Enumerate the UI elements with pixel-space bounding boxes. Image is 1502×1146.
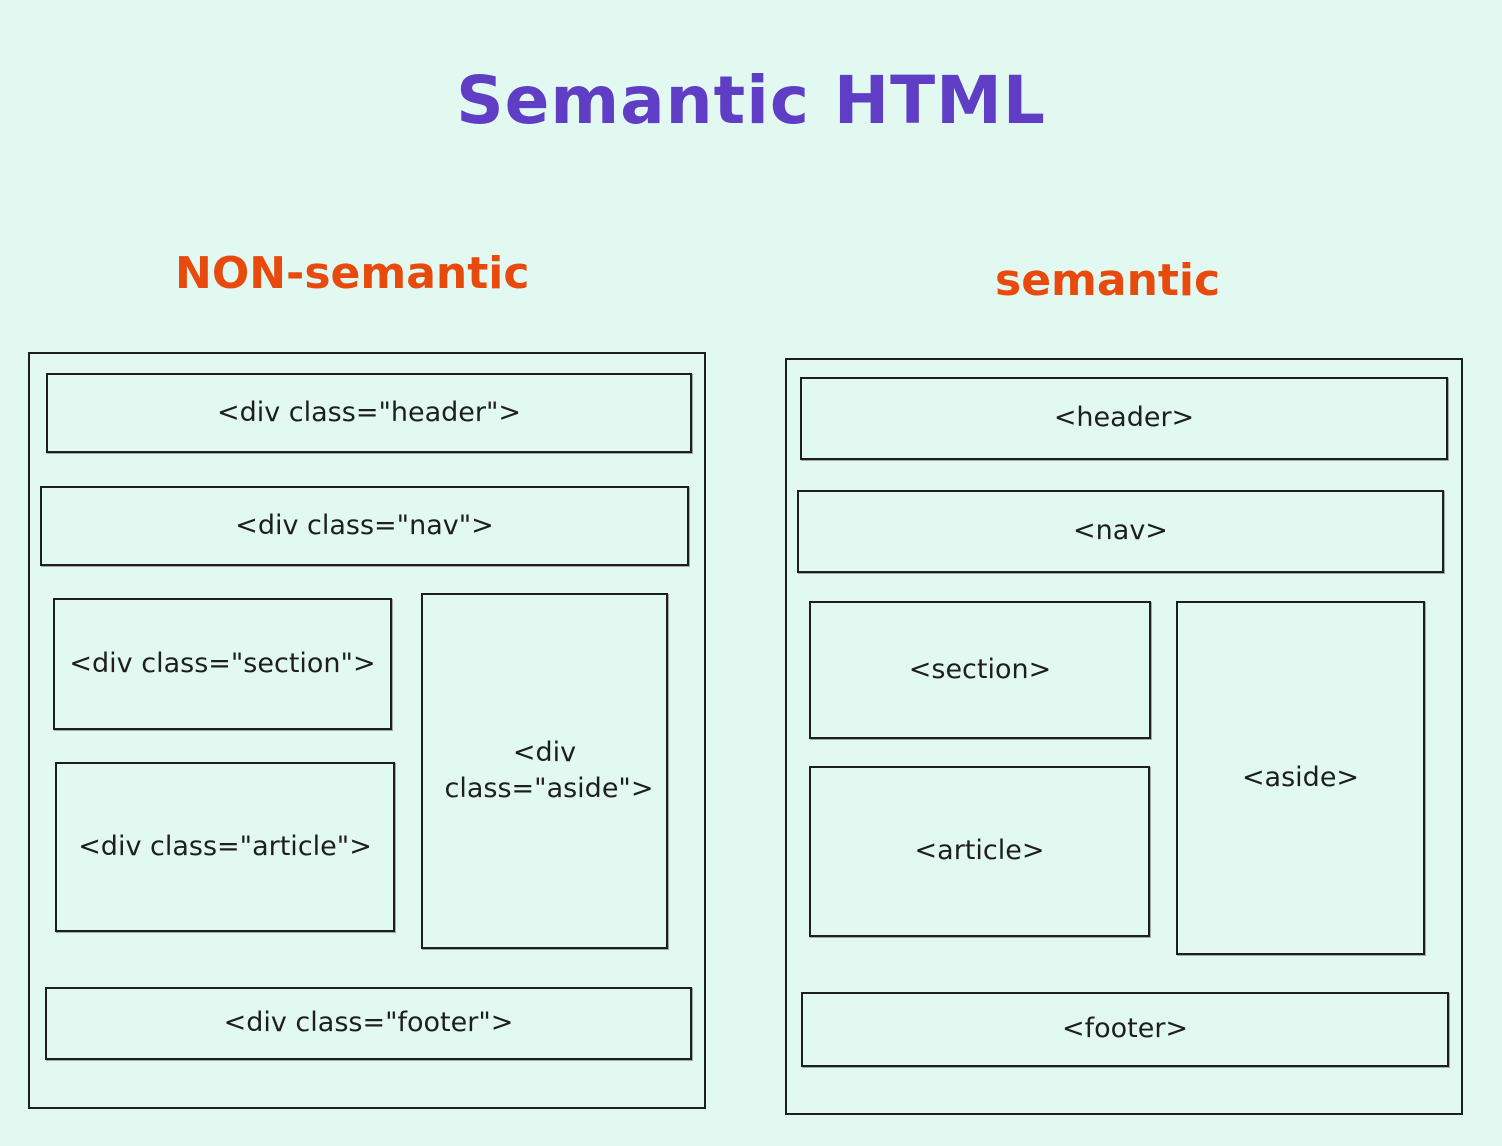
semantic-header-label: <header> — [1053, 402, 1195, 434]
non-semantic-header-label: <div class="header"> — [216, 396, 522, 428]
semantic-heading: semantic — [995, 255, 1221, 306]
semantic-footer-label: <footer> — [1061, 1013, 1189, 1045]
non-semantic-footer-box: <div class="footer"> — [45, 987, 692, 1060]
semantic-header-box: <header> — [800, 377, 1448, 460]
non-semantic-article-label: <div class="article"> — [78, 830, 372, 862]
semantic-footer-box: <footer> — [801, 992, 1449, 1067]
non-semantic-aside-label: <div class="aside"> — [444, 736, 654, 804]
semantic-section-box: <section> — [809, 601, 1151, 739]
semantic-nav-label: <nav> — [1073, 515, 1168, 547]
non-semantic-header-box: <div class="header"> — [46, 373, 692, 453]
non-semantic-aside-box: <div class="aside"> — [421, 593, 668, 949]
diagram-title: Semantic HTML — [456, 62, 1046, 139]
semantic-article-label: <article> — [914, 835, 1045, 867]
semantic-article-box: <article> — [809, 766, 1150, 937]
non-semantic-heading: NON-semantic — [175, 248, 530, 299]
semantic-page-frame — [785, 358, 1463, 1115]
semantic-aside-box: <aside> — [1176, 601, 1425, 955]
non-semantic-section-box: <div class="section"> — [53, 598, 392, 730]
non-semantic-article-box: <div class="article"> — [55, 762, 395, 932]
non-semantic-page-frame — [28, 352, 706, 1109]
semantic-aside-label: <aside> — [1241, 761, 1360, 793]
semantic-nav-box: <nav> — [797, 490, 1444, 573]
non-semantic-nav-box: <div class="nav"> — [40, 486, 689, 566]
non-semantic-nav-label: <div class="nav"> — [235, 509, 494, 541]
non-semantic-footer-label: <div class="footer"> — [223, 1007, 514, 1039]
non-semantic-section-label: <div class="section"> — [69, 647, 376, 679]
semantic-section-label: <section> — [908, 653, 1052, 685]
